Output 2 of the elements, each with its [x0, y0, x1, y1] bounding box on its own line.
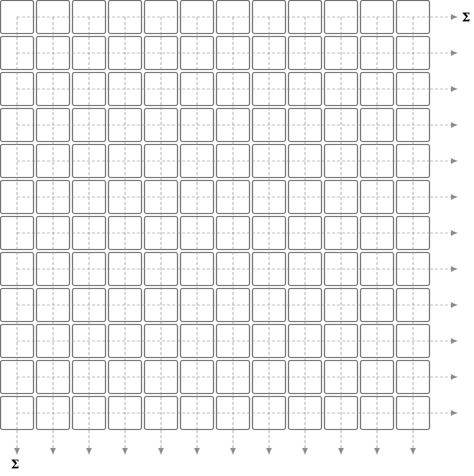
sum-symbol: Σ	[462, 12, 470, 22]
sum-symbol: Σ	[11, 460, 18, 468]
